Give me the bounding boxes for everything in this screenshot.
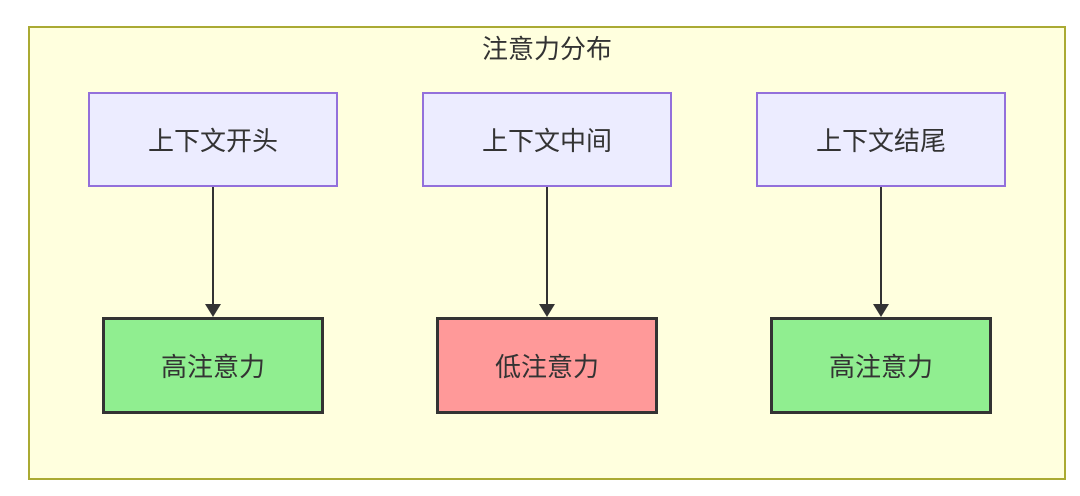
arrow-head-icon: [539, 304, 555, 317]
node-high-attention-start: 高注意力: [102, 317, 324, 414]
attention-distribution-cluster: 注意力分布 上下文开头 高注意力 上下文中间 低注意力 上下文结尾: [28, 26, 1066, 480]
flow-column-context-end: 上下文结尾 高注意力: [756, 92, 1006, 414]
flow-columns: 上下文开头 高注意力 上下文中间 低注意力 上下文结尾: [30, 92, 1064, 414]
arrow-line: [212, 187, 214, 304]
node-context-middle: 上下文中间: [422, 92, 672, 187]
arrow-down-icon: [205, 187, 221, 317]
arrow-line: [880, 187, 882, 304]
arrow-head-icon: [873, 304, 889, 317]
flow-column-context-start: 上下文开头 高注意力: [88, 92, 338, 414]
arrow-down-icon: [539, 187, 555, 317]
node-high-attention-end: 高注意力: [770, 317, 992, 414]
node-low-attention-middle: 低注意力: [436, 317, 658, 414]
arrow-line: [546, 187, 548, 304]
flow-column-context-middle: 上下文中间 低注意力: [422, 92, 672, 414]
node-context-end: 上下文结尾: [756, 92, 1006, 187]
arrow-down-icon: [873, 187, 889, 317]
node-context-start: 上下文开头: [88, 92, 338, 187]
arrow-head-icon: [205, 304, 221, 317]
cluster-title: 注意力分布: [481, 34, 612, 64]
